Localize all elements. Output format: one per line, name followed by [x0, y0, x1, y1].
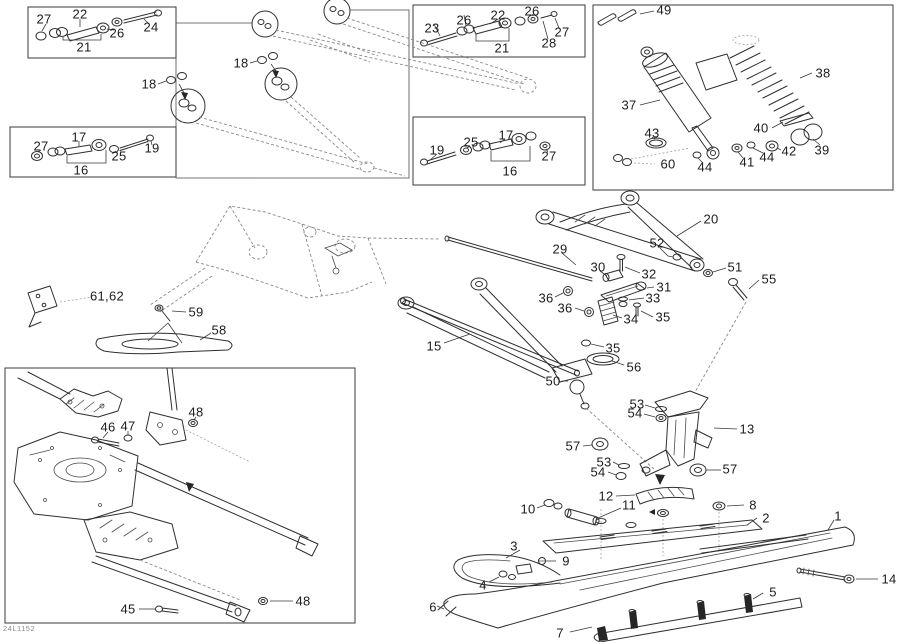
kit-box-top-left — [27, 6, 177, 59]
washers-18-right — [249, 52, 279, 78]
ski-handle — [453, 549, 561, 588]
steering-knuckle — [582, 390, 738, 480]
radius-rod — [400, 297, 580, 377]
carbide-stud — [796, 567, 878, 584]
ski-front-hardware — [436, 557, 556, 617]
tie-rod — [444, 235, 593, 282]
frame-module — [13, 367, 319, 623]
shock-box — [592, 4, 894, 191]
washers-18-left — [157, 72, 188, 100]
mount-plate — [542, 517, 763, 554]
bumper — [790, 123, 823, 146]
spring-seat — [771, 112, 814, 129]
drawing-code: 24L1152 — [3, 624, 36, 633]
suspension-module-ghost — [149, 205, 441, 313]
kit-box-left — [9, 126, 177, 178]
upper-arm-ghost — [157, 0, 537, 177]
detail-box-borders — [4, 4, 894, 624]
sensor-bracket — [27, 285, 93, 328]
skid-plate — [95, 304, 233, 355]
steering-arm-parts — [554, 254, 655, 348]
coil-spring — [729, 35, 813, 125]
king-pin — [694, 267, 760, 393]
ski-mount-hardware — [536, 499, 745, 560]
kit-box-middle — [412, 116, 586, 186]
wear-runner — [569, 592, 803, 642]
upper-a-arm — [535, 190, 705, 272]
hardware-kit-top-middle — [420, 11, 560, 47]
ski-pad — [615, 486, 695, 505]
hardware-kit-top-left — [35, 9, 162, 42]
ski — [436, 519, 878, 642]
kit-box-top-middle — [412, 4, 586, 58]
shock-hardware — [613, 136, 782, 166]
hardware-kit-middle — [420, 131, 551, 166]
lower-a-arm — [397, 277, 665, 485]
frame-box — [4, 367, 356, 624]
shock-absorber — [639, 46, 738, 160]
shock-assembly — [597, 9, 823, 166]
retainer-clips — [597, 9, 655, 26]
hardware-kit-left — [31, 134, 154, 164]
